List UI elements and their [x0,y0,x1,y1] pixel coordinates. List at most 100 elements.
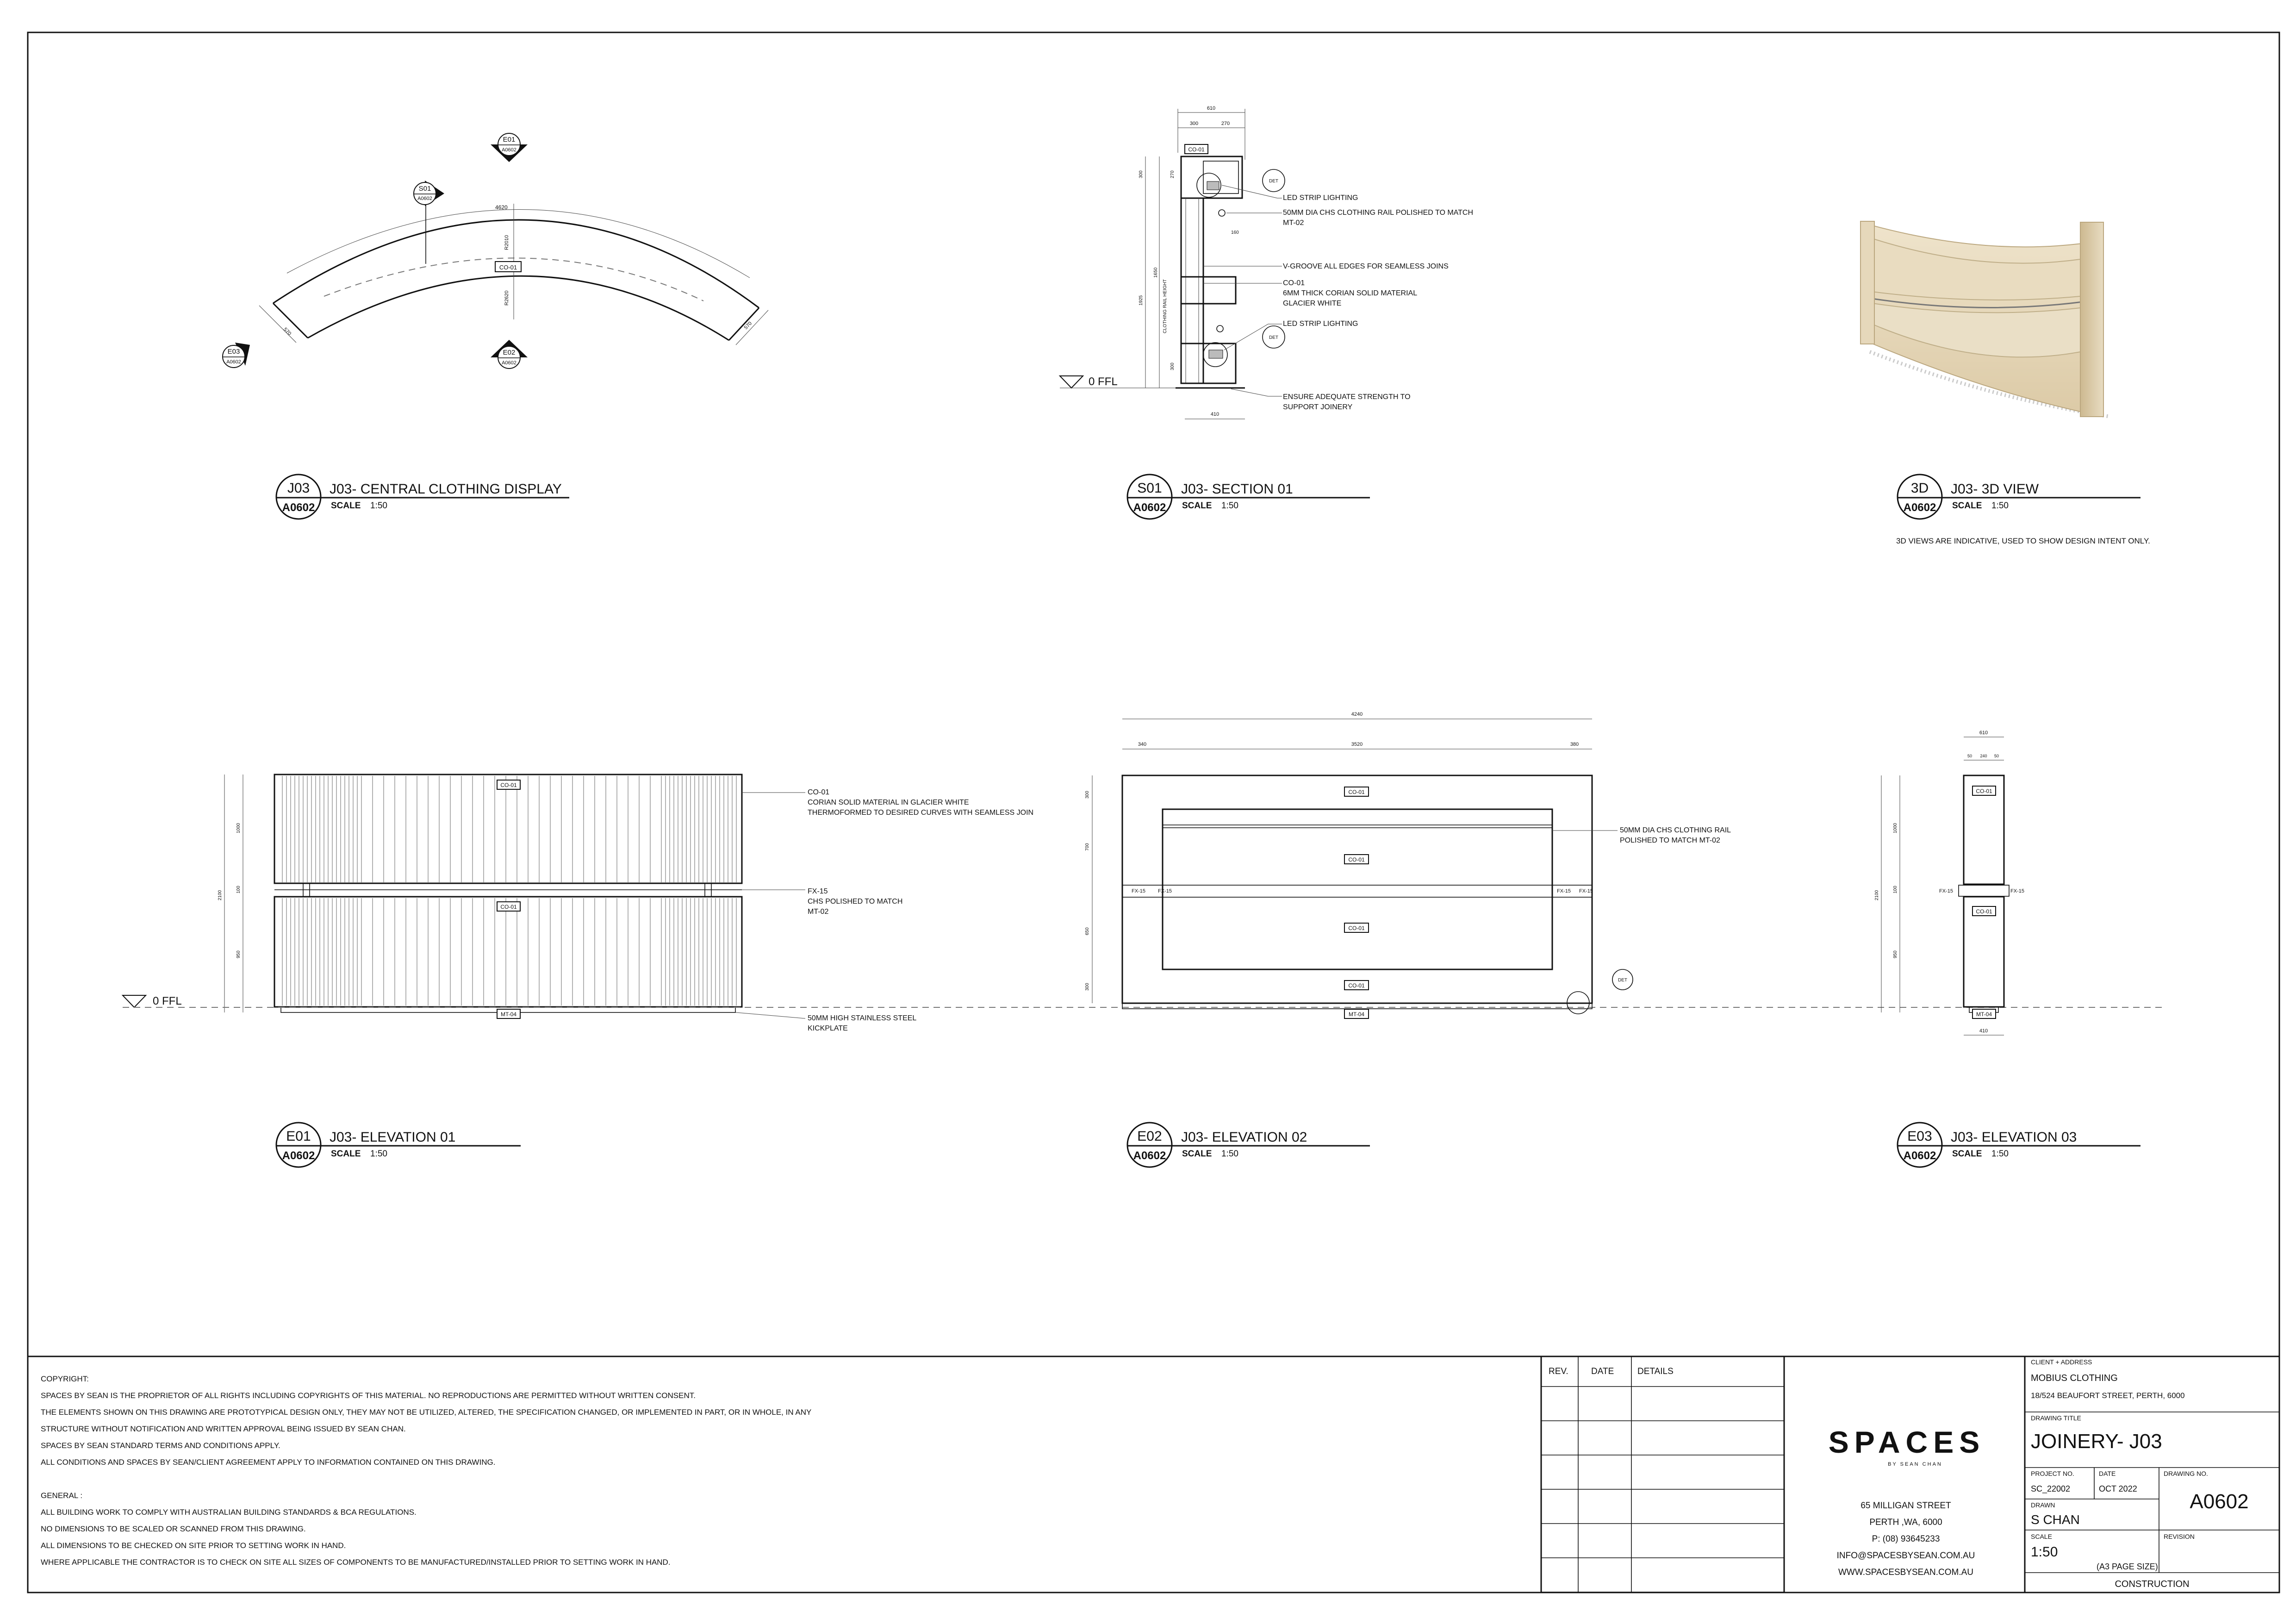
title-e01-scale-label: SCALE [331,1149,361,1159]
sec-ann-led2: LED STRIP LIGHTING [1283,320,1358,328]
e03-dim-t-c: 50 [1994,754,1999,758]
render-rail [1872,298,2083,308]
sec-ann-str2: SUPPORT JOINERY [1283,403,1353,411]
e01-ann-b3: MT-02 [808,908,828,916]
sec-led-2 [1208,350,1223,359]
title-3d-scale-label: SCALE [1952,501,1982,511]
sec-tag-top: CO-01 [1188,146,1205,153]
e01-tag-kick: MT-04 [501,1011,516,1018]
title-e01-id: E01 [286,1129,311,1144]
sec-ann-co1: CO-01 [1283,279,1305,287]
elevation-03: 610 50 240 50 CO-01 CO-01 MT-04 FX-15 FX… [1874,730,2024,1036]
general-line-2: NO DIMENSIONS TO BE SCALED OR SCANNED FR… [41,1524,306,1533]
marker-e03-sheet: A0602 [226,359,241,365]
marker-e03[interactable]: E03 A0602 [222,343,250,368]
marker-e01[interactable]: E01 A0602 [491,133,528,162]
title-e02-scale-label: SCALE [1182,1149,1212,1159]
marker-s01-sheet: A0602 [417,196,432,201]
sec-dim-v2: 300 [1170,362,1175,370]
e02-tag-1-box [1344,787,1369,797]
title-e02: E02 A0602 J03- ELEVATION 02 SCALE 1:50 [1126,1122,1370,1168]
page-size: (A3 PAGE SIZE) [2097,1562,2158,1571]
e01-ann-a2: CORIAN SOLID MATERIAL IN GLACIER WHITE [808,799,969,806]
e01-dim-gap: 100 [236,886,241,893]
e02-dim-v4: 300 [1085,983,1090,991]
sec-ann-vgroove: V-GROOVE ALL EDGES FOR SEAMLESS JOINS [1283,262,1449,270]
e03-dim-top-text: 610 [1979,730,1988,736]
copyright-line-2: THE ELEMENTS SHOWN ON THIS DRAWING ARE P… [41,1408,811,1417]
e03-dim-t-a: 50 [1967,754,1972,758]
sec-leader-6 [1231,388,1282,397]
e03-tag-top: CO-01 [1976,788,1992,794]
e01-ann-c1: 50MM HIGH STAINLESS STEEL [808,1014,916,1022]
sec-dim-c1: 160 [1231,230,1239,235]
sec-leader-5 [1224,324,1282,350]
sec-ann-co2: 6MM THICK CORIAN SOLID MATERIAL [1283,289,1417,297]
e02-dim-right: 380 [1570,742,1579,747]
title-e03-sheet: A0602 [1904,1149,1936,1162]
title-s01-id: S01 [1137,481,1162,496]
status: CONSTRUCTION [2115,1579,2189,1589]
title-j03-sheet: A0602 [282,501,315,514]
e01-ann-a3: THERMOFORMED TO DESIRED CURVES WITH SEAM… [808,809,1033,817]
e01-flutes [282,776,737,1006]
general-line-4: WHERE APPLICABLE THE CONTRACTOR IS TO CH… [41,1558,671,1567]
general-heading: GENERAL : [41,1491,82,1500]
sec-ffl-symbol [1058,375,1084,389]
e02-dim-total-text: 4240 [1351,712,1363,717]
title-e02-bubble [1126,1122,1173,1168]
render-3d [1860,221,2111,418]
sec-ann-co3: GLACIER WHITE [1283,300,1341,307]
title-e03-id: E03 [1907,1129,1932,1144]
e03-rail [1958,885,2010,897]
render-right-end [2080,222,2104,417]
title-j03-bubble [275,474,322,520]
e02-kick [1122,1003,1593,1009]
sec-upper-inner [1203,161,1239,194]
e03-tag-bottom: CO-01 [1976,908,1992,915]
sec-ffl-text: 0 FFL [1089,375,1118,388]
e01-tag-bottom-box [497,901,521,912]
marker-s01[interactable]: S01 A0602 [413,181,444,264]
sec-upper-box [1180,156,1243,199]
title-3d-note: 3D VIEWS ARE INDICATIVE, USED TO SHOW DE… [1896,537,2150,545]
rev-header-rev: REV. [1549,1367,1568,1376]
sec-led-1 [1207,181,1220,190]
e02-fx-r1: FX-15 [1557,888,1571,894]
title-3d-text: J03- 3D VIEW [1951,481,2039,497]
plan-dim-arc: 4620 [495,204,508,211]
e02-ann-a2: POLISHED TO MATCH MT-02 [1620,837,1720,844]
address-line-2: PERTH ,WA, 6000 [1869,1518,1942,1527]
title-s01-text: J03- SECTION 01 [1181,481,1293,497]
e03-upper [1963,775,2005,885]
e03-fx-r: FX-15 [2010,888,2024,894]
plan-dim-end-left: 570 [282,327,292,337]
marker-e02-id: E02 [503,349,516,356]
rev-header-date: DATE [1591,1367,1614,1376]
sec-callout-2-text: DET [1269,335,1278,340]
render-left-end [1860,221,1875,344]
title-3d-sheet: A0602 [1904,501,1936,514]
marker-e02[interactable]: E02 A0602 [491,340,528,369]
address-line-5: WWW.SPACESBYSEAN.COM.AU [1838,1568,1973,1577]
title-e03-scale: 1:50 [1991,1149,2009,1159]
e01-rail-post-r [704,883,712,897]
e02-fx-l1: FX-15 [1132,888,1145,894]
sec-rail-2 [1216,325,1224,332]
e03-dim-lower: 950 [1893,950,1898,958]
e03-dim-upper: 1000 [1893,823,1898,833]
sec-callout-2 [1203,342,1228,367]
e02-fx-r2: FX-15 [1579,888,1593,894]
e02-ann-a1: 50MM DIA CHS CLOTHING RAIL [1620,826,1731,834]
drawing-no-label: DRAWING NO. [2164,1470,2208,1477]
e02-recess [1162,808,1553,970]
title-e03: E03 A0602 J03- ELEVATION 03 SCALE 1:50 [1897,1122,2140,1168]
plan-tag-box [495,261,522,272]
e01-ffl-symbol [121,995,147,1008]
plan-inner-arc [307,275,729,341]
sec-ann-rail2: MT-02 [1283,219,1304,227]
e01-tag-kick-box [497,1009,521,1019]
e02-dim-left: 340 [1138,742,1146,747]
marker-e01-sheet: A0602 [502,147,516,153]
